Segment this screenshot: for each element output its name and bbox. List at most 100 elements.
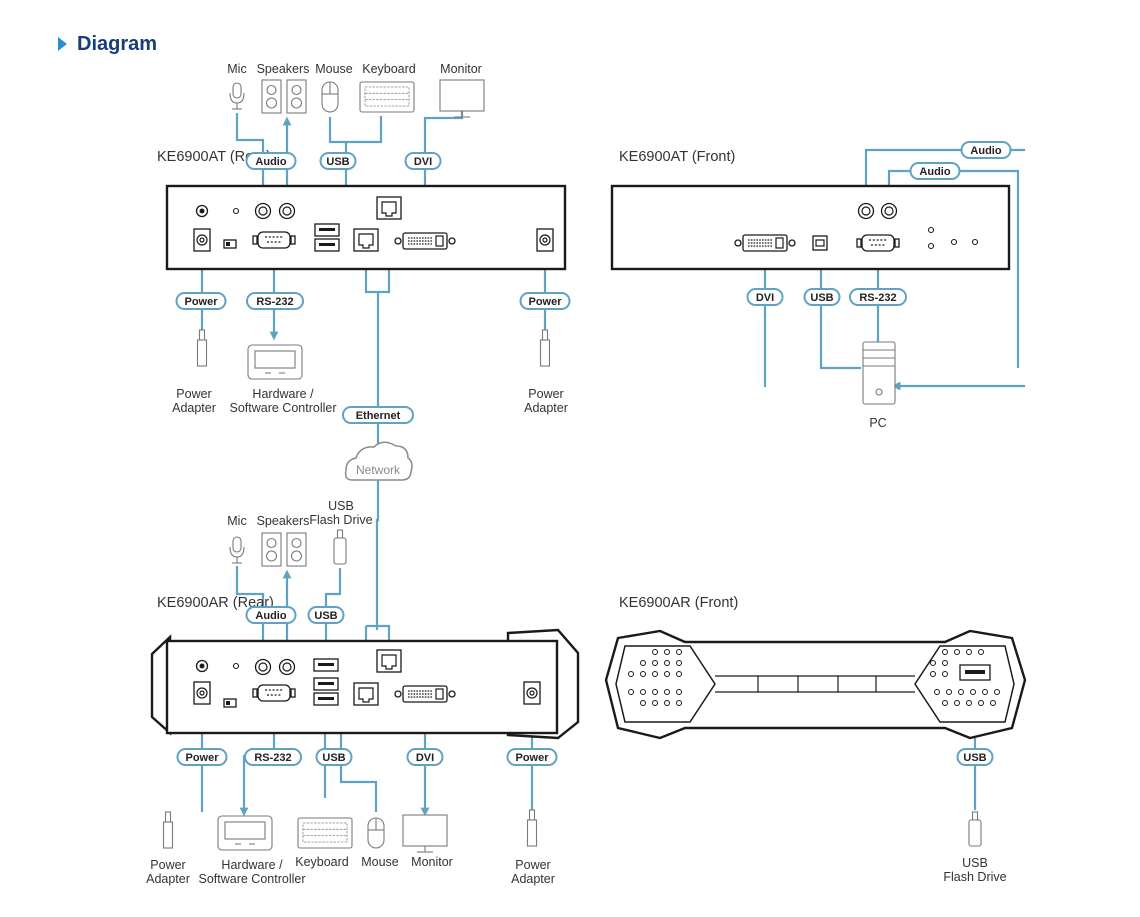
controller-icon [247,344,303,380]
cable-label-usb: USB [803,288,841,306]
power-port [536,228,554,252]
network-label: Network [356,463,401,477]
transmitter-rear-panel [165,184,567,271]
cable-label-rs232: RS-232 [244,748,302,766]
cable-label-dvi: DVI [404,152,442,170]
peripheral-labels: Mic Speakers Mouse Keyboard Monitor Powe… [146,62,1007,886]
keyboard-icon [297,817,353,849]
mic-label: Mic [227,62,246,76]
speakers-label: Speakers [257,514,310,528]
usb-b-port [812,235,828,251]
cable-label-text: Audio [255,610,286,622]
speaker-icon [261,532,282,567]
monitor-label: Monitor [440,62,482,76]
audio-port [880,202,898,220]
controller-label: Hardware /Software Controller [230,387,337,415]
dvi-port [394,685,456,703]
receiver-rear-label: KE6900AR (Rear) [157,595,274,611]
receiver-front-label: KE6900AR (Front) [619,595,738,611]
microphone-icon [229,82,245,110]
mouse-label: Mouse [315,62,353,76]
cable-label-dvi: DVI [746,288,784,306]
cable-label-text: USB [326,156,349,168]
mouse-icon [367,817,385,849]
usb-flash-drive-icon [333,529,347,565]
cable-label-text: USB [314,610,337,622]
power-port [523,681,541,705]
cable-label-dvi: DVI [406,748,444,766]
cable-label-audio: Audio [245,606,297,624]
power-adapter-icon [196,329,208,367]
led-icon [971,238,979,246]
network-cloud-icon [344,441,413,481]
heading-marker-icon [58,37,67,51]
lan-port [376,196,402,220]
cable-label-audio: Audio [909,162,961,180]
cable-label-text: Audio [970,145,1001,157]
mic-label: Mic [227,514,246,528]
cable-label-text: Audio [255,156,286,168]
keyboard-label: Keyboard [362,62,416,76]
cable-label-ethernet: Ethernet [342,406,414,424]
cable-label-text: RS-232 [859,292,896,304]
speaker-icon [261,79,282,114]
microphone-icon [229,536,245,564]
speaker-icon [286,79,307,114]
pc-icon [862,341,896,405]
rs232-port [252,684,296,702]
dvi-port [734,234,796,252]
cable-label-text: RS-232 [256,296,293,308]
monitor-label: Monitor [411,855,453,869]
cable-label-text: Power [184,296,218,308]
cable-label-usb: USB [315,748,353,766]
power-port [193,228,211,252]
lan-port [353,682,379,706]
cable-label-text: RS-232 [254,752,291,764]
transmitter-rear-chassis [165,184,567,271]
dip-switch-icon [223,239,237,249]
mouse-label: Mouse [361,855,399,869]
speakers-label: Speakers [257,62,310,76]
vent-holes-right [930,649,1000,706]
usb-port [314,238,340,252]
power-adapter-icon [162,811,174,849]
cable-label-text: USB [322,752,345,764]
usb-port [313,677,339,691]
cable-label-power: Power [176,748,228,766]
cable-label-power: Power [519,292,571,310]
audio-out-port [278,202,296,220]
mouse-icon [321,81,339,113]
cable-label-text: DVI [756,292,774,304]
audio-port [857,202,875,220]
cable-label-text: Power [185,752,219,764]
rs232-port [252,231,296,249]
speaker-icon [286,532,307,567]
audio-out-port [278,658,296,676]
cable-label-text: Audio [919,166,950,178]
cable-label-power: Power [175,292,227,310]
monitor-icon [402,814,448,853]
transmitter-front-chassis [610,184,1011,271]
cable-label-audio: Audio [960,141,1012,159]
cable-label-audio: Audio [245,152,297,170]
audio-in-port [254,202,272,220]
vent-holes-left [628,649,682,706]
cable-label-rs232: RS-232 [246,292,304,310]
controller-icon [217,815,273,851]
cable-label-text: DVI [416,752,434,764]
cable-label-text: USB [963,752,986,764]
cable-label-rs232: RS-232 [849,288,907,306]
usb-port [314,223,340,237]
receiver-front-chassis [604,629,1027,740]
cable-label-usb: USB [956,748,994,766]
transmitter-rear-label: KE6900AT (Rear) [157,149,271,165]
cable-label-text: Power [515,752,549,764]
led-icon [927,226,935,234]
